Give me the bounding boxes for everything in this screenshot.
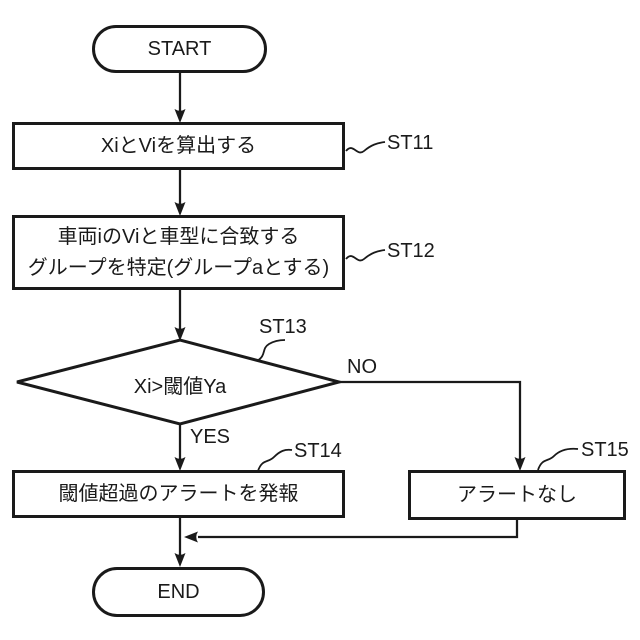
process-node-st15: アラートなし [408,470,626,520]
arrowhead-merge-left [184,531,198,543]
leader-st11 [345,141,386,154]
step-label-st14: ST14 [294,440,342,462]
step-label-st13: ST13 [259,316,307,338]
step-label-st15: ST15 [581,439,629,461]
arrowhead-into-end [174,553,186,567]
leader-st13 [256,339,286,362]
process-node-st14: 閾値超過のアラートを発報 [12,470,345,518]
branch-label-no: NO [347,356,377,378]
branch-label-yes: YES [190,426,231,448]
start-node: START [92,25,267,73]
leader-st12 [345,249,386,262]
process-label-st15: アラートなし [457,483,577,506]
process-label-st12-line1: 車両iのViと車型に合致する [57,225,300,248]
process-label-st11: XiとViを算出する [100,134,257,157]
process-label-st12-line2: グループを特定(グループaとする) [27,256,330,279]
end-node: END [92,567,265,617]
end-label: END [157,580,200,603]
arrowhead-into-st12 [174,202,186,216]
decision-label-st13: Xi>閾値Ya [133,376,227,398]
arrowhead-into-st13 [174,327,186,341]
arrowhead-into-st15 [514,457,526,471]
step-label-st12: ST12 [387,240,435,262]
arrowhead-into-st11 [174,109,186,123]
process-label-st14: 閾値超過のアラートを発報 [58,482,299,505]
process-node-st11: XiとViを算出する [12,122,345,170]
start-label: START [147,37,212,60]
leader-st15 [537,447,579,471]
edge-st15-to-merge [198,520,519,539]
edge-st13-no-to-st15 [339,380,522,459]
process-node-st12: 車両iのViと車型に合致する グループを特定(グループaとする) [12,215,345,290]
step-label-st11: ST11 [387,132,434,154]
arrowhead-into-st14 [174,457,186,471]
leader-st14 [257,448,293,472]
